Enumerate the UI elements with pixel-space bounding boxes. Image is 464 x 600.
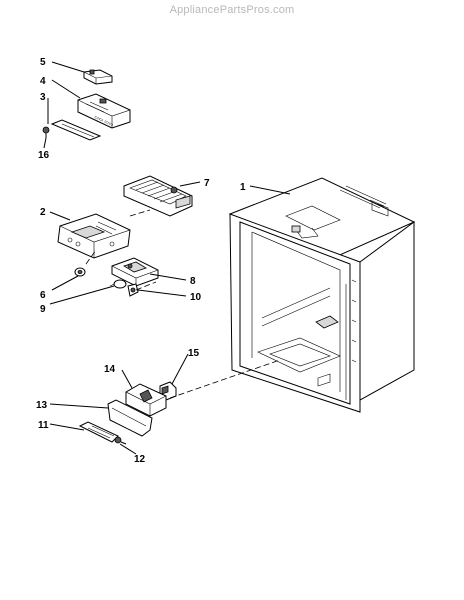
callout-10: 10 <box>190 292 202 303</box>
part-12-screw[interactable] <box>114 436 127 445</box>
part-14-light-housing[interactable] <box>125 383 167 417</box>
part-16-screw[interactable] <box>42 126 50 138</box>
part-9-bulb[interactable] <box>109 279 127 289</box>
part-11-lens[interactable] <box>78 421 119 443</box>
assembly-lines <box>85 209 281 399</box>
part-2-control-plate[interactable] <box>57 213 131 259</box>
callout-2: 2 <box>40 207 46 218</box>
part-10-socket[interactable] <box>127 283 139 297</box>
part-1-liner[interactable] <box>228 177 416 413</box>
callout-5: 5 <box>40 57 46 68</box>
callout-numbers: 5 4 3 16 7 1 2 8 6 10 9 15 14 13 11 12 <box>36 57 246 465</box>
watermark: AppliancePartsPros.com <box>169 4 295 16</box>
callout-15: 15 <box>188 348 200 359</box>
callout-4: 4 <box>40 76 46 87</box>
leader-lines <box>43 61 291 455</box>
callout-13: 13 <box>36 400 48 411</box>
callout-3: 3 <box>40 92 46 103</box>
part-5-bracket[interactable] <box>83 69 113 85</box>
callout-12: 12 <box>134 454 146 465</box>
part-13-lens-cover[interactable] <box>107 399 153 437</box>
callout-8: 8 <box>190 276 196 287</box>
callout-6: 6 <box>40 290 46 301</box>
callout-16: 16 <box>38 150 50 161</box>
callout-1: 1 <box>240 182 246 193</box>
callout-14: 14 <box>104 364 116 375</box>
callout-11: 11 <box>38 420 49 431</box>
part-8-sensor-housing[interactable] <box>111 257 159 287</box>
part-6-knob[interactable] <box>74 267 86 277</box>
callout-7: 7 <box>204 178 210 189</box>
part-4-control-housing[interactable]: ▭▭ ▭▭ <box>77 93 131 129</box>
part-7-vent-cover[interactable] <box>123 175 193 217</box>
part-3-label-strip[interactable] <box>50 119 102 141</box>
callout-9: 9 <box>40 304 46 315</box>
